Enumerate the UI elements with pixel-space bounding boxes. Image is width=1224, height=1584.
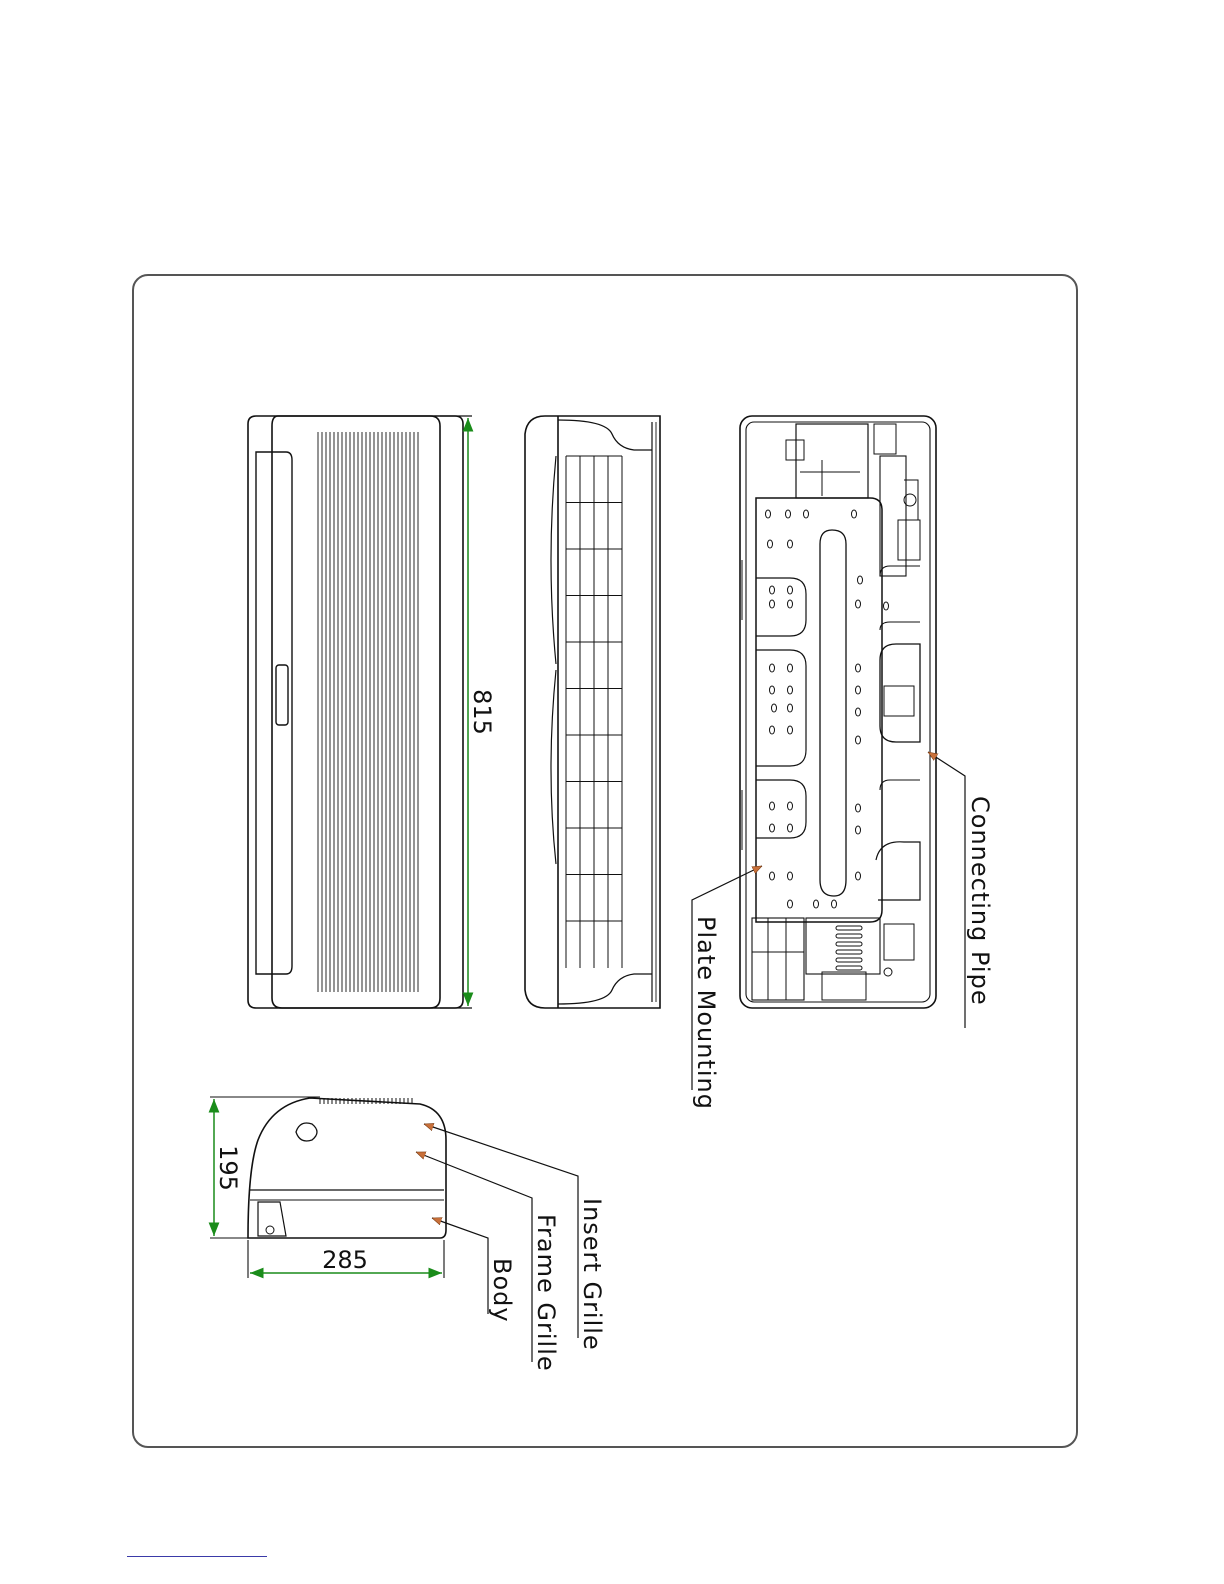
frame-grille-label: Frame Grille bbox=[532, 1214, 560, 1372]
plate-hole bbox=[856, 600, 861, 608]
plate-hole bbox=[788, 900, 793, 908]
mounting-plate bbox=[756, 498, 882, 922]
terminal-slot bbox=[836, 934, 862, 938]
plate-hole bbox=[858, 576, 863, 584]
plate-hole bbox=[788, 600, 793, 608]
plate-hole bbox=[770, 802, 775, 810]
plate-hole bbox=[788, 586, 793, 594]
plate-hole bbox=[786, 510, 791, 518]
connecting-pipe-callout: Connecting Pipe bbox=[928, 752, 994, 1028]
plate-hole bbox=[770, 686, 775, 694]
plate-hole bbox=[884, 602, 889, 610]
plate-hole bbox=[770, 586, 775, 594]
front-view bbox=[248, 416, 463, 1008]
terminal-block bbox=[836, 926, 862, 970]
width-dimension: 815 bbox=[440, 416, 496, 1008]
terminal-slot bbox=[836, 950, 862, 954]
top-view bbox=[525, 416, 660, 1008]
plate-hole bbox=[832, 900, 837, 908]
plate-holes bbox=[766, 510, 889, 908]
terminal-slot bbox=[836, 942, 862, 946]
plate-hole bbox=[788, 824, 793, 832]
plate-hole bbox=[856, 826, 861, 834]
height-dimension-label: 195 bbox=[214, 1145, 242, 1191]
plate-hole bbox=[788, 686, 793, 694]
plate-hole bbox=[770, 726, 775, 734]
insert-grille-label: Insert Grille bbox=[578, 1198, 606, 1351]
plate-hole bbox=[856, 664, 861, 672]
body-label: Body bbox=[488, 1258, 516, 1323]
plate-hole bbox=[766, 510, 771, 518]
rear-view bbox=[740, 416, 936, 1008]
body-callout: Body bbox=[432, 1218, 516, 1323]
terminal-slot bbox=[836, 966, 862, 970]
plate-hole bbox=[788, 726, 793, 734]
plate-hole bbox=[788, 540, 793, 548]
plate-hole bbox=[814, 900, 819, 908]
plate-hole bbox=[788, 872, 793, 880]
plate-hole bbox=[788, 704, 793, 712]
top-grille bbox=[566, 456, 622, 968]
plate-hole bbox=[856, 686, 861, 694]
connecting-pipe-label: Connecting Pipe bbox=[966, 796, 994, 1006]
height-dimension: 195 bbox=[210, 1097, 320, 1238]
terminal-slot bbox=[836, 926, 862, 930]
depth-dimension-label: 285 bbox=[322, 1246, 368, 1274]
plate-hole bbox=[772, 704, 777, 712]
front-louvers bbox=[318, 432, 418, 992]
terminal-slot bbox=[836, 958, 862, 962]
plate-hole bbox=[768, 540, 773, 548]
plate-mounting-label: Plate Mounting bbox=[692, 916, 720, 1110]
plate-hole bbox=[856, 804, 861, 812]
plate-hole bbox=[770, 872, 775, 880]
plate-hole bbox=[856, 736, 861, 744]
plate-hole bbox=[856, 872, 861, 880]
plate-hole bbox=[804, 510, 809, 518]
plate-hole bbox=[852, 510, 857, 518]
plate-hole bbox=[856, 708, 861, 716]
plate-hole bbox=[788, 802, 793, 810]
plate-hole bbox=[788, 664, 793, 672]
plate-hole bbox=[770, 600, 775, 608]
plate-hole bbox=[770, 824, 775, 832]
side-view bbox=[248, 1098, 446, 1238]
width-dimension-label: 815 bbox=[468, 689, 496, 735]
plate-hole bbox=[770, 664, 775, 672]
depth-dimension: 285 bbox=[248, 1240, 444, 1278]
